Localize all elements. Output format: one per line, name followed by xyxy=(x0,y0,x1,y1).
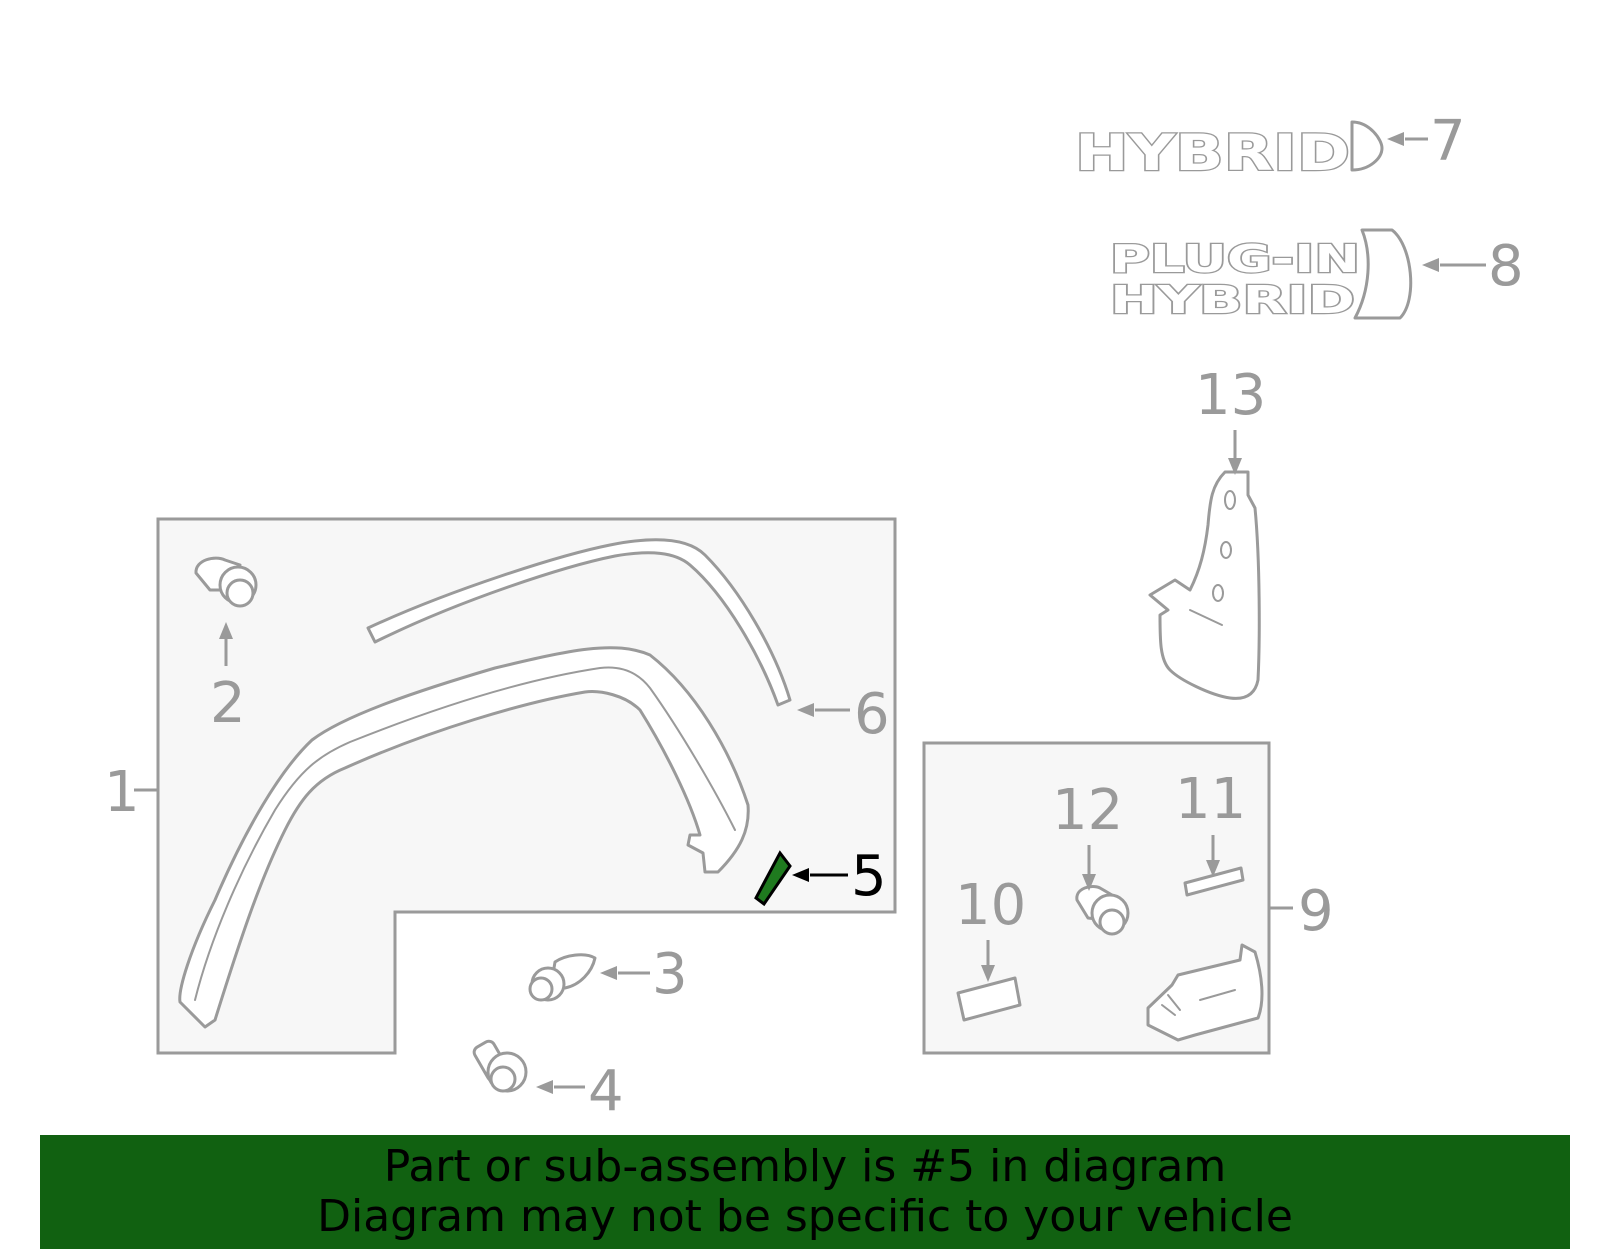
plug-in-hybrid-emblem[interactable]: PLUG-IN HYBRID xyxy=(1109,228,1413,323)
callout-2: 2 xyxy=(210,671,246,736)
callout-9: 9 xyxy=(1298,879,1334,944)
part-5-highlighted[interactable] xyxy=(754,850,792,907)
callout-12: 12 xyxy=(1052,778,1123,843)
hybrid-emblem-text: HYBRID xyxy=(1075,124,1350,182)
callout-3: 3 xyxy=(652,942,688,1007)
screw-icon[interactable] xyxy=(472,1039,528,1093)
callout-7: 7 xyxy=(1430,109,1466,174)
callout-1: 1 xyxy=(104,760,140,825)
callout-10: 10 xyxy=(955,873,1026,938)
clip-icon[interactable] xyxy=(194,556,258,608)
callout-8: 8 xyxy=(1488,234,1524,299)
part-9-bracket[interactable] xyxy=(1146,943,1264,1042)
plugin-emblem-line2: HYBRID xyxy=(1110,278,1355,322)
callout-5: 5 xyxy=(851,844,887,909)
hybrid-emblem[interactable]: HYBRID xyxy=(1074,120,1384,183)
banner-line-2: Diagram may not be specific to your vehi… xyxy=(317,1191,1293,1242)
part-6-moulding-strip[interactable] xyxy=(366,538,792,707)
part-11-strip[interactable] xyxy=(1183,866,1245,897)
info-banner: Part or sub-assembly is #5 in diagram Di… xyxy=(40,1135,1570,1249)
callout-13: 13 xyxy=(1195,363,1266,428)
part-10-pad[interactable] xyxy=(956,976,1022,1022)
part-1-fender-flare[interactable] xyxy=(178,646,750,1029)
part-12-clip[interactable] xyxy=(1075,885,1130,936)
assembly-1-box xyxy=(156,517,897,1055)
callout-11: 11 xyxy=(1175,767,1246,832)
part-1-inner-edge xyxy=(194,666,736,1001)
part-13-mudflap[interactable] xyxy=(1148,470,1261,700)
push-rivet-icon[interactable] xyxy=(528,953,597,1002)
callout-6: 6 xyxy=(854,682,890,747)
plugin-emblem-line1: PLUG-IN xyxy=(1110,237,1360,281)
banner-line-1: Part or sub-assembly is #5 in diagram xyxy=(383,1141,1227,1192)
callout-4: 4 xyxy=(588,1059,624,1124)
